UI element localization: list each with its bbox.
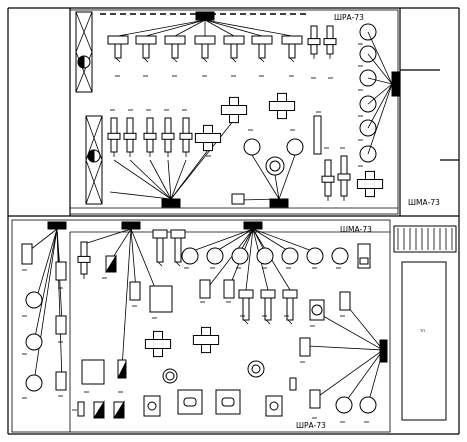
tee-machine	[194, 35, 216, 63]
tee-machine	[260, 289, 276, 325]
machine-group-bottom-left	[21, 243, 67, 392]
distribution-point	[243, 221, 263, 230]
circle-machine-icon	[256, 247, 274, 265]
tee-machine	[238, 289, 254, 325]
tee-machine	[251, 35, 273, 63]
tee-machine	[281, 35, 303, 63]
distribution-point	[121, 221, 141, 230]
circle-machine-icon	[331, 247, 349, 265]
circle-machine-icon	[181, 247, 199, 265]
circle-machine-icon	[281, 247, 299, 265]
vertical-machine	[77, 241, 91, 279]
vertical-machine	[307, 25, 321, 59]
tee-machine	[170, 229, 186, 267]
svg-text:ТП: ТП	[419, 329, 425, 333]
main-busbar-unit: ТП	[393, 225, 457, 421]
machine-row-top	[107, 25, 337, 63]
busbar-label-shma-left: ШМА-73	[340, 225, 372, 234]
distribution-point	[391, 71, 400, 97]
cross-machine-icon	[144, 330, 172, 358]
machine-group-bottom-centre	[77, 229, 298, 325]
cross-machine-icon	[220, 96, 248, 124]
tee-machine	[282, 289, 298, 325]
circle-machine-icon	[231, 247, 249, 265]
distribution-point	[195, 11, 215, 21]
distribution-point	[47, 221, 67, 230]
distribution-point	[161, 198, 181, 208]
circle-column-cables	[367, 31, 393, 155]
distribution-point	[379, 339, 388, 363]
vertical-machine	[323, 25, 337, 59]
vertical-machine	[337, 155, 351, 201]
circle-machine-icon	[306, 247, 324, 265]
tee-machine	[152, 229, 168, 267]
busbar-label-shra-top: ШРА-73	[334, 13, 364, 22]
bottom-room	[11, 219, 391, 433]
cross-machine-icon	[356, 170, 384, 198]
machine-row-bottom	[77, 243, 377, 419]
vertical-machine	[161, 117, 175, 157]
top-cables	[117, 19, 293, 37]
cross-machines	[144, 92, 384, 358]
tee-machine	[223, 35, 245, 63]
tee-machine	[107, 35, 129, 63]
distribution-point	[269, 198, 289, 208]
machine-number-labels	[22, 43, 369, 423]
vertical-machine	[107, 117, 121, 157]
tee-machine	[164, 35, 186, 63]
cross-machine-icon	[192, 326, 220, 354]
round-machines-top	[231, 115, 322, 205]
tee-machine	[135, 35, 157, 63]
machine-group-right	[321, 155, 351, 201]
vertical-machine	[321, 159, 335, 201]
busbar-label-shra-bottom: ШРА-73	[296, 421, 326, 430]
circle-machine-row	[181, 247, 349, 265]
circle-machine-icon	[206, 247, 224, 265]
vertical-machine	[179, 117, 193, 157]
machine-group-centre	[107, 117, 235, 200]
vertical-machine	[143, 117, 157, 157]
ventilation-units	[75, 11, 103, 205]
vertical-machine	[123, 117, 137, 157]
cross-machine-icon	[268, 92, 296, 120]
cross-machine-icon	[194, 124, 222, 152]
busbar-label-shma: ШМА-73	[408, 198, 440, 207]
